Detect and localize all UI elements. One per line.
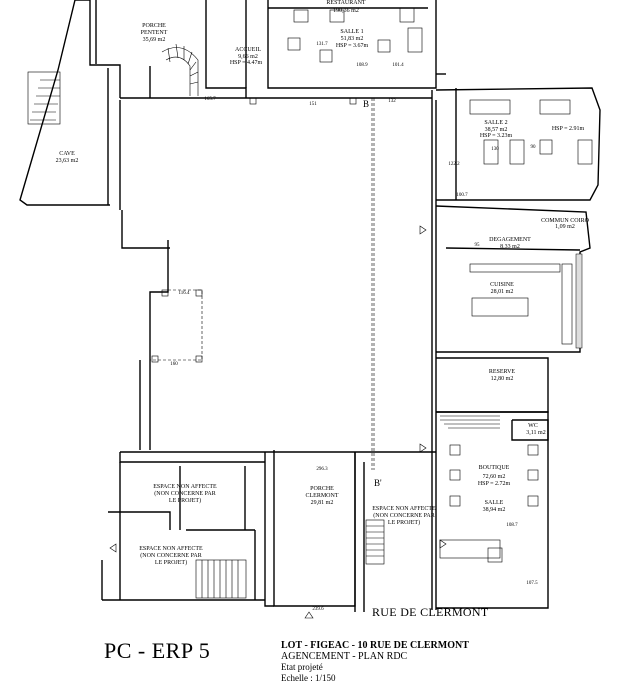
- spiral-stair: [161, 43, 199, 96]
- espace-na-1-l3: LE PROJET): [169, 497, 201, 504]
- wc-area: 3,11 m2: [526, 430, 545, 436]
- cuisine-name: CUISINE: [490, 282, 514, 288]
- dim-label: 108.9: [356, 63, 368, 68]
- plan-code: PC - ERP 5: [104, 638, 211, 663]
- salle2-hsp2: HSP = 2.91m: [552, 126, 585, 132]
- section-marks: B B': [109, 99, 447, 619]
- dim-label: 116.4: [178, 291, 190, 296]
- salle1-hsp: HSP = 3.67m: [336, 43, 369, 49]
- porche-clermont-name: PORCHE: [310, 486, 334, 492]
- salle2-area: 38,57 m2: [485, 127, 508, 133]
- dim-label: 107.5: [526, 581, 538, 586]
- espace-na-2-l3: LE PROJET): [155, 559, 187, 566]
- porche-pentent-name: PORCHE: [142, 23, 166, 29]
- wc-name: WC: [528, 423, 538, 429]
- restaurant-area: 190,36 m2: [333, 8, 359, 14]
- street-name: RUE DE CLERMONT: [372, 605, 489, 619]
- furniture: [151, 7, 593, 563]
- accueil-hsp: HSP = 4.47m: [230, 60, 263, 66]
- salle-area: 38,94 m2: [483, 507, 506, 513]
- bottom-right-stair: [365, 519, 385, 565]
- espace-na-3-l1: ESPACE NON AFFECTE: [372, 506, 436, 512]
- dim-label: 95: [475, 243, 481, 248]
- dim-label: 131.7: [316, 42, 328, 47]
- title-line-2: AGENCEMENT - PLAN RDC: [281, 651, 408, 662]
- door-arrow-icon: [109, 543, 117, 553]
- espace-na-3-l3: LE PROJET): [388, 519, 420, 526]
- dim-label: 160: [170, 362, 178, 367]
- title-line-3: Etat projeté: [281, 662, 323, 672]
- salle-name: SALLE: [485, 500, 504, 506]
- cuisine-area: 28,01 m2: [491, 289, 514, 295]
- espace-na-1-l2: (NON CONCERNE PAR: [154, 490, 215, 497]
- espace-na-3-l2: (NON CONCERNE PAR: [373, 512, 434, 519]
- reserve-stair: [440, 415, 500, 429]
- espace-na-2-l1: ESPACE NON AFFECTE: [139, 546, 203, 552]
- door-arrow-icon: [304, 611, 314, 619]
- dim-label: 151: [309, 102, 317, 107]
- cave-stair: [27, 71, 61, 125]
- dim-label: 122.2: [448, 162, 460, 167]
- dim-label: 108.7: [506, 523, 518, 528]
- degagement-name: DEGAGEMENT: [489, 237, 531, 243]
- accueil-name: ACCUEIL: [235, 47, 261, 53]
- accueil-area: 9,66 m2: [238, 54, 258, 60]
- cave-area: 23,63 m2: [56, 158, 79, 164]
- dim-label: 90: [531, 145, 537, 150]
- dim-label: 165.7: [204, 97, 216, 102]
- boutique-hsp: HSP = 2.72m: [478, 481, 511, 487]
- dashed-lines: [150, 98, 375, 470]
- section-mark-b: B: [363, 99, 369, 109]
- restaurant-name: RESTAURANT: [326, 0, 366, 6]
- salle1-name: SALLE 1: [340, 29, 363, 35]
- title-line-1: LOT - FIGEAC - 10 RUE DE CLERMONT: [281, 640, 469, 651]
- salle1-area: 51,83 m2: [341, 36, 364, 42]
- boutique-area: 72,60 m2: [483, 474, 506, 480]
- dim-label: 101.4: [392, 63, 404, 68]
- salle2-hsp: HSP = 3.23m: [480, 133, 513, 139]
- dim-label: 239.6: [312, 607, 324, 612]
- room-labels: RESTAURANT 190,36 m2 PORCHE PENTENT 35,6…: [56, 0, 590, 566]
- boutique-name: BOUTIQUE: [479, 465, 510, 471]
- reserve-name: RESERVE: [489, 369, 516, 375]
- commun-area: 1,09 m2: [555, 224, 575, 230]
- dim-label: 296.3: [316, 467, 328, 472]
- section-mark-b-prime: B': [374, 478, 382, 488]
- bottom-stair: [195, 559, 247, 599]
- dim-label: 132: [388, 99, 396, 104]
- degagement-area: 8,33 m2: [500, 244, 520, 250]
- dim-label: 130: [491, 147, 499, 152]
- door-arrow-icon: [419, 225, 427, 235]
- reserve-area: 12,80 m2: [491, 376, 514, 382]
- espace-na-2-l2: (NON CONCERNE PAR: [140, 552, 201, 559]
- title-lines: LOT - FIGEAC - 10 RUE DE CLERMONT AGENCE…: [281, 640, 469, 684]
- commun-name: COMMUN COIRO: [541, 218, 590, 224]
- dimension-labels: 131.7 108.9 101.4 165.7 151 132 130 90 1…: [170, 42, 538, 612]
- door-arrow-icon: [439, 539, 447, 549]
- dim-label: 100.7: [456, 193, 468, 198]
- cave-name: CAVE: [59, 151, 75, 157]
- espace-na-1-l1: ESPACE NON AFFECTE: [153, 484, 217, 490]
- porche-pentent-area: 35,69 m2: [143, 37, 166, 43]
- title-line-4: Echelle : 1/150: [281, 673, 336, 683]
- door-arrow-icon: [419, 443, 427, 453]
- porche-clermont-area: 29,81 m2: [311, 500, 334, 506]
- porche-clermont-sub: CLERMONT: [306, 493, 339, 499]
- stairs: [27, 43, 500, 599]
- salle2-name: SALLE 2: [484, 120, 507, 126]
- walls: [19, 0, 601, 612]
- porche-pentent-sub: PENTENT: [141, 30, 168, 36]
